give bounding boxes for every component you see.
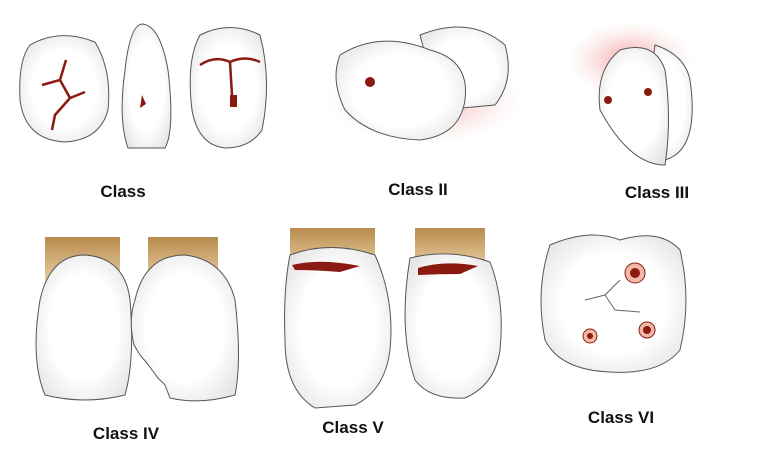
class-i-molar-occlusal xyxy=(19,35,110,143)
class-i-molar-buccal xyxy=(189,27,267,149)
label-class-v: Class V xyxy=(322,418,384,437)
label-class-vi: Class VI xyxy=(587,408,655,427)
class-vi-molar xyxy=(540,234,687,373)
label-class-iv: Class IV xyxy=(92,424,160,443)
label-class-iii: Class III xyxy=(624,183,690,202)
class-v-teeth xyxy=(284,228,502,409)
label-class-ii: Class II xyxy=(388,180,448,199)
class-iv-incisors xyxy=(35,237,239,402)
class-iii-incisors xyxy=(565,20,695,166)
class-i-premolar-side xyxy=(121,23,172,149)
class-ii-molars xyxy=(325,26,525,145)
label-class-i: Class xyxy=(100,182,146,201)
